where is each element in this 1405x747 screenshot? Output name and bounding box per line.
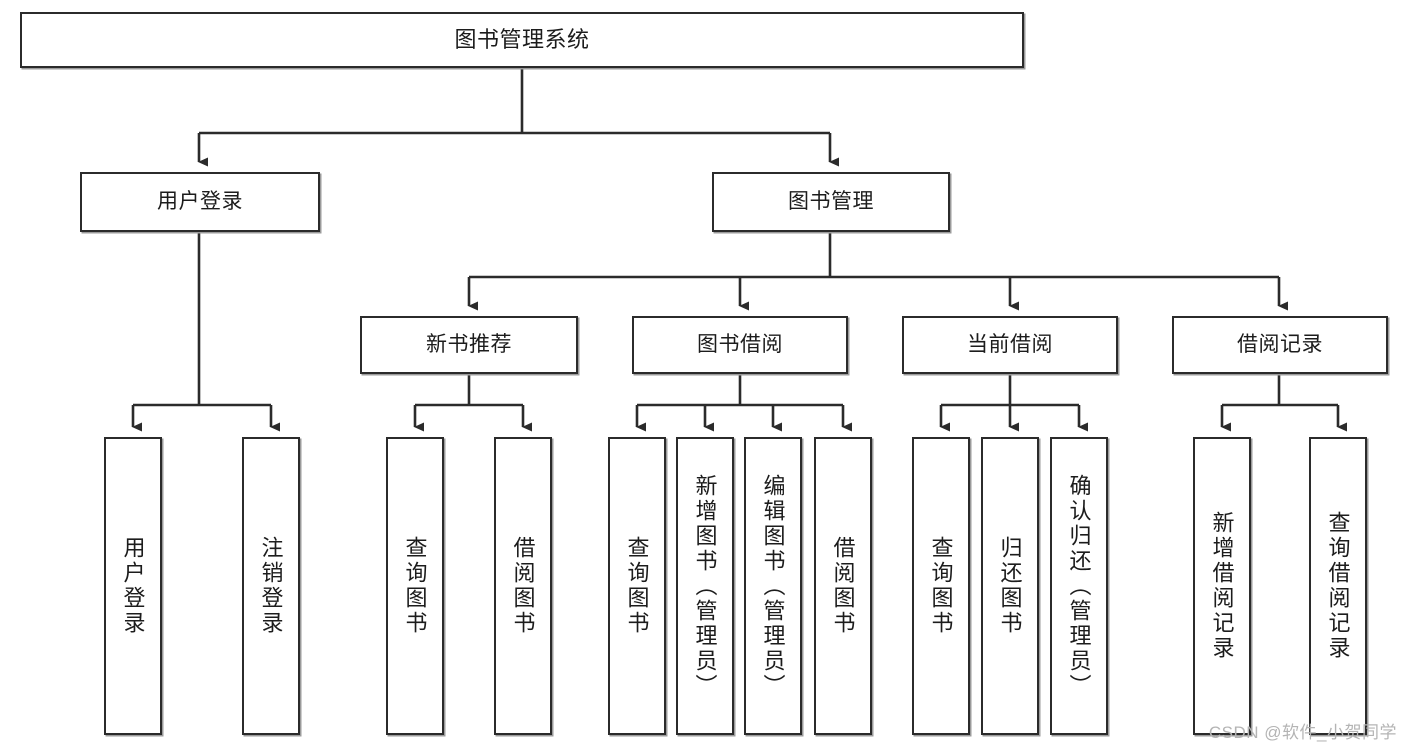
node-current-borrow[interactable]: 当前借阅 [902,316,1118,374]
node-leaf-query-book-borrow[interactable]: 查询图书 [608,437,666,735]
node-label: 图书管理系统 [454,27,590,53]
node-leaf-query-borrow-record[interactable]: 查询借阅记录 [1309,437,1367,735]
node-label: 图书管理 [788,189,874,213]
node-label: 新增借阅记录 [1209,511,1235,661]
node-borrow-record[interactable]: 借阅记录 [1172,316,1388,374]
node-label: 查询借阅记录 [1325,511,1351,661]
node-label: 编辑图书（管理员） [760,473,786,699]
node-leaf-logout-login[interactable]: 注销登录 [242,437,300,735]
node-leaf-borrow-book-recommend[interactable]: 借阅图书 [494,437,552,735]
node-label: 借阅图书 [510,536,536,636]
node-leaf-borrow-book[interactable]: 借阅图书 [814,437,872,735]
node-new-book-recommend[interactable]: 新书推荐 [360,316,578,374]
node-label: 图书借阅 [697,332,783,356]
node-leaf-query-book-recommend[interactable]: 查询图书 [386,437,444,735]
node-leaf-edit-book[interactable]: 编辑图书（管理员） [744,437,802,735]
node-label: 归还图书 [997,536,1023,636]
node-label: 确认归还（管理员） [1066,473,1092,699]
node-root-system[interactable]: 图书管理系统 [20,12,1024,68]
watermark-text: CSDN @软件_小贺同学 [1208,723,1397,742]
node-label: 当前借阅 [967,332,1053,356]
node-label: 查询图书 [402,536,428,636]
node-book-borrow[interactable]: 图书借阅 [632,316,848,374]
node-label: 借阅记录 [1237,332,1323,356]
node-label: 查询图书 [624,536,650,636]
node-label: 注销登录 [258,536,284,636]
node-leaf-confirm-return[interactable]: 确认归还（管理员） [1050,437,1108,735]
node-label: 新书推荐 [426,332,512,356]
node-leaf-add-borrow-record[interactable]: 新增借阅记录 [1193,437,1251,735]
node-leaf-return-book[interactable]: 归还图书 [981,437,1039,735]
node-label: 用户登录 [120,536,146,636]
node-user-login[interactable]: 用户登录 [80,172,320,232]
node-label: 查询图书 [928,536,954,636]
node-leaf-user-login[interactable]: 用户登录 [104,437,162,735]
node-label: 用户登录 [157,189,243,213]
node-leaf-add-book[interactable]: 新增图书（管理员） [676,437,734,735]
node-book-management[interactable]: 图书管理 [712,172,950,232]
node-label: 借阅图书 [830,536,856,636]
node-label: 新增图书（管理员） [692,473,718,699]
node-leaf-query-book-current[interactable]: 查询图书 [912,437,970,735]
